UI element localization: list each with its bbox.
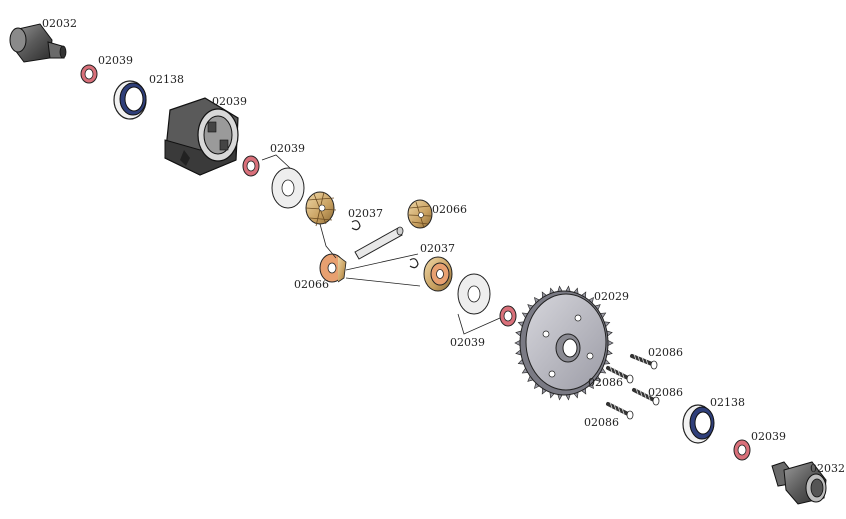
label-screw-1: 02086	[648, 346, 683, 359]
bevel-gear-upper-right	[407, 199, 433, 229]
bevel-gear-lower-left	[319, 253, 347, 283]
label-washer-left-inner: 02039	[270, 142, 305, 155]
diff-case	[164, 97, 239, 176]
label-washer-right: 02039	[751, 430, 786, 443]
screw-3	[632, 387, 660, 406]
label-bearing-right: 02138	[710, 396, 745, 409]
spider-pin-clip-lower	[409, 258, 419, 269]
leader-lines	[261, 154, 501, 335]
label-washer-left-outer: 02039	[98, 54, 133, 67]
label-screw-2: 02086	[588, 376, 623, 389]
label-ring-gear: 02029	[594, 290, 629, 303]
label-screw-4: 02086	[584, 416, 619, 429]
label-bearing-left: 02138	[149, 73, 184, 86]
ring-gear	[514, 285, 614, 401]
spider-pin-clip-upper	[351, 220, 361, 231]
bevel-gear-upper-left	[305, 191, 337, 227]
washer-left-outer	[80, 64, 98, 84]
shim-washer-center	[457, 273, 491, 315]
washer-center-red	[499, 305, 517, 327]
label-screw-3: 02086	[648, 386, 683, 399]
ring-gear-tooth	[607, 339, 614, 347]
bearing-right	[682, 404, 715, 444]
label-washer-center-group: 02039	[450, 336, 485, 349]
label-spider-pin-clip-upper: 02037	[348, 207, 383, 220]
screw-4	[606, 401, 634, 420]
label-driveshaft-right: 02032	[810, 462, 845, 475]
screw-1	[630, 353, 658, 370]
driveshaft-left-part	[9, 23, 67, 63]
bearing-left	[113, 80, 147, 120]
label-driveshaft-left: 02032	[42, 17, 77, 30]
washer-right	[733, 439, 751, 461]
bevel-gear-lower-right	[423, 256, 453, 292]
washer-left-inner	[242, 155, 260, 177]
spider-pin	[354, 226, 404, 260]
ring-gear-tooth	[514, 339, 521, 347]
screw-2	[606, 365, 634, 384]
shim-washer-left	[271, 167, 305, 209]
label-spider-pin-clip-lower: 02037	[420, 242, 455, 255]
label-bevel-gear-lower-group: 02066	[294, 278, 329, 291]
driveshaft-right-part	[771, 461, 827, 505]
label-diff-case: 02039	[212, 95, 247, 108]
label-bevel-gear-upper: 02066	[432, 203, 467, 216]
